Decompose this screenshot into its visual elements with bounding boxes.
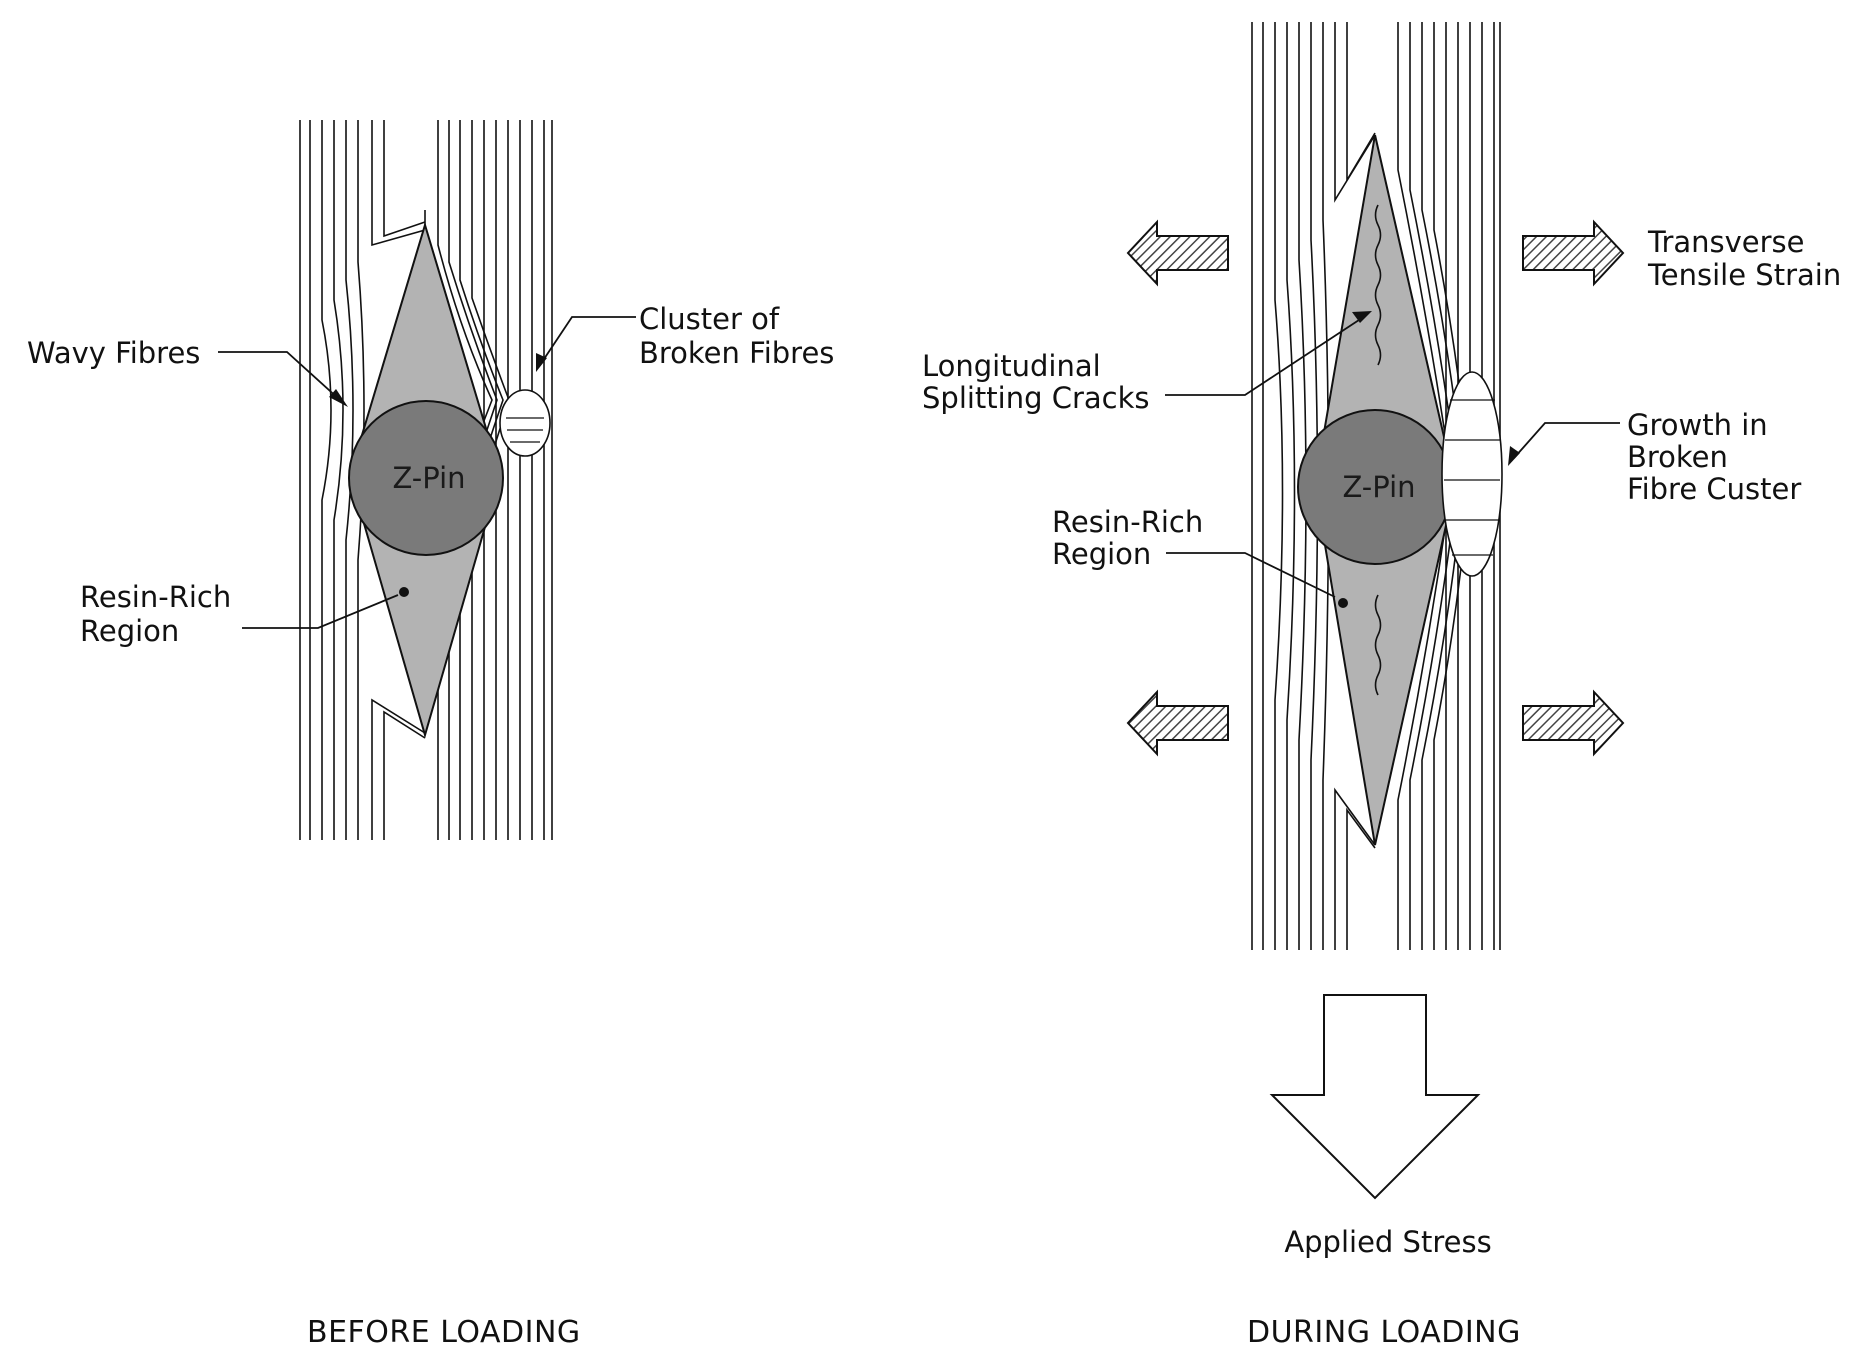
z-pin-label-left: Z-Pin — [392, 461, 465, 495]
label-resin-rich-left-line-1: Resin-Rich — [80, 580, 231, 614]
label-cluster-growth-line-2: Broken — [1627, 440, 1728, 474]
resin-marker-dot-right — [1338, 598, 1348, 608]
broken-fibre-cluster-right — [1441, 371, 1503, 577]
leader-arrowheads-left — [329, 353, 547, 407]
strain-arrow-lower-left-icon — [1126, 689, 1229, 757]
strain-arrow-upper-right-icon — [1522, 219, 1625, 287]
label-resin-rich-left-line-2: Region — [80, 614, 179, 648]
transverse-strain-arrows — [1126, 219, 1625, 757]
leader-arrowheads-right — [1352, 311, 1520, 466]
caption-before-loading: BEFORE LOADING — [307, 1315, 581, 1350]
label-splitting-line-2: Splitting Cracks — [922, 381, 1150, 415]
during-loading-panel: Z-Pin Transverse Tensile Strain — [922, 22, 1841, 1350]
splitting-cracks — [1374, 204, 1382, 696]
label-broken-cluster-line-2: Broken Fibres — [639, 336, 834, 370]
label-cluster-growth-line-1: Growth in — [1627, 408, 1768, 442]
resin-marker-dot-left — [399, 587, 409, 597]
before-loading-panel: Z-Pin Wavy Fibres Cluster of Broken Fibr… — [27, 120, 834, 1350]
label-splitting-line-1: Longitudinal — [922, 349, 1101, 383]
z-pin-left — [348, 400, 504, 556]
label-resin-rich-right-line-1: Resin-Rich — [1052, 505, 1203, 539]
label-broken-cluster-line-1: Cluster of — [639, 302, 780, 336]
strain-arrow-lower-right-icon — [1522, 689, 1625, 757]
z-pin-label-right: Z-Pin — [1342, 470, 1415, 504]
label-transverse-line-2: Tensile Strain — [1647, 258, 1841, 292]
label-wavy-fibres: Wavy Fibres — [27, 336, 200, 370]
leader-lines-right — [1165, 317, 1620, 598]
caption-during-loading: DURING LOADING — [1247, 1315, 1521, 1350]
label-applied-stress: Applied Stress — [1284, 1225, 1491, 1259]
label-resin-rich-right-line-2: Region — [1052, 537, 1151, 571]
broken-fibre-cluster-left — [499, 389, 551, 457]
strain-arrow-upper-left-icon — [1126, 219, 1229, 287]
leader-lines-left — [218, 316, 636, 629]
label-cluster-growth-line-3: Fibre Custer — [1627, 472, 1801, 506]
applied-stress-arrow-icon — [1269, 994, 1481, 1200]
label-transverse-line-1: Transverse — [1647, 225, 1805, 259]
